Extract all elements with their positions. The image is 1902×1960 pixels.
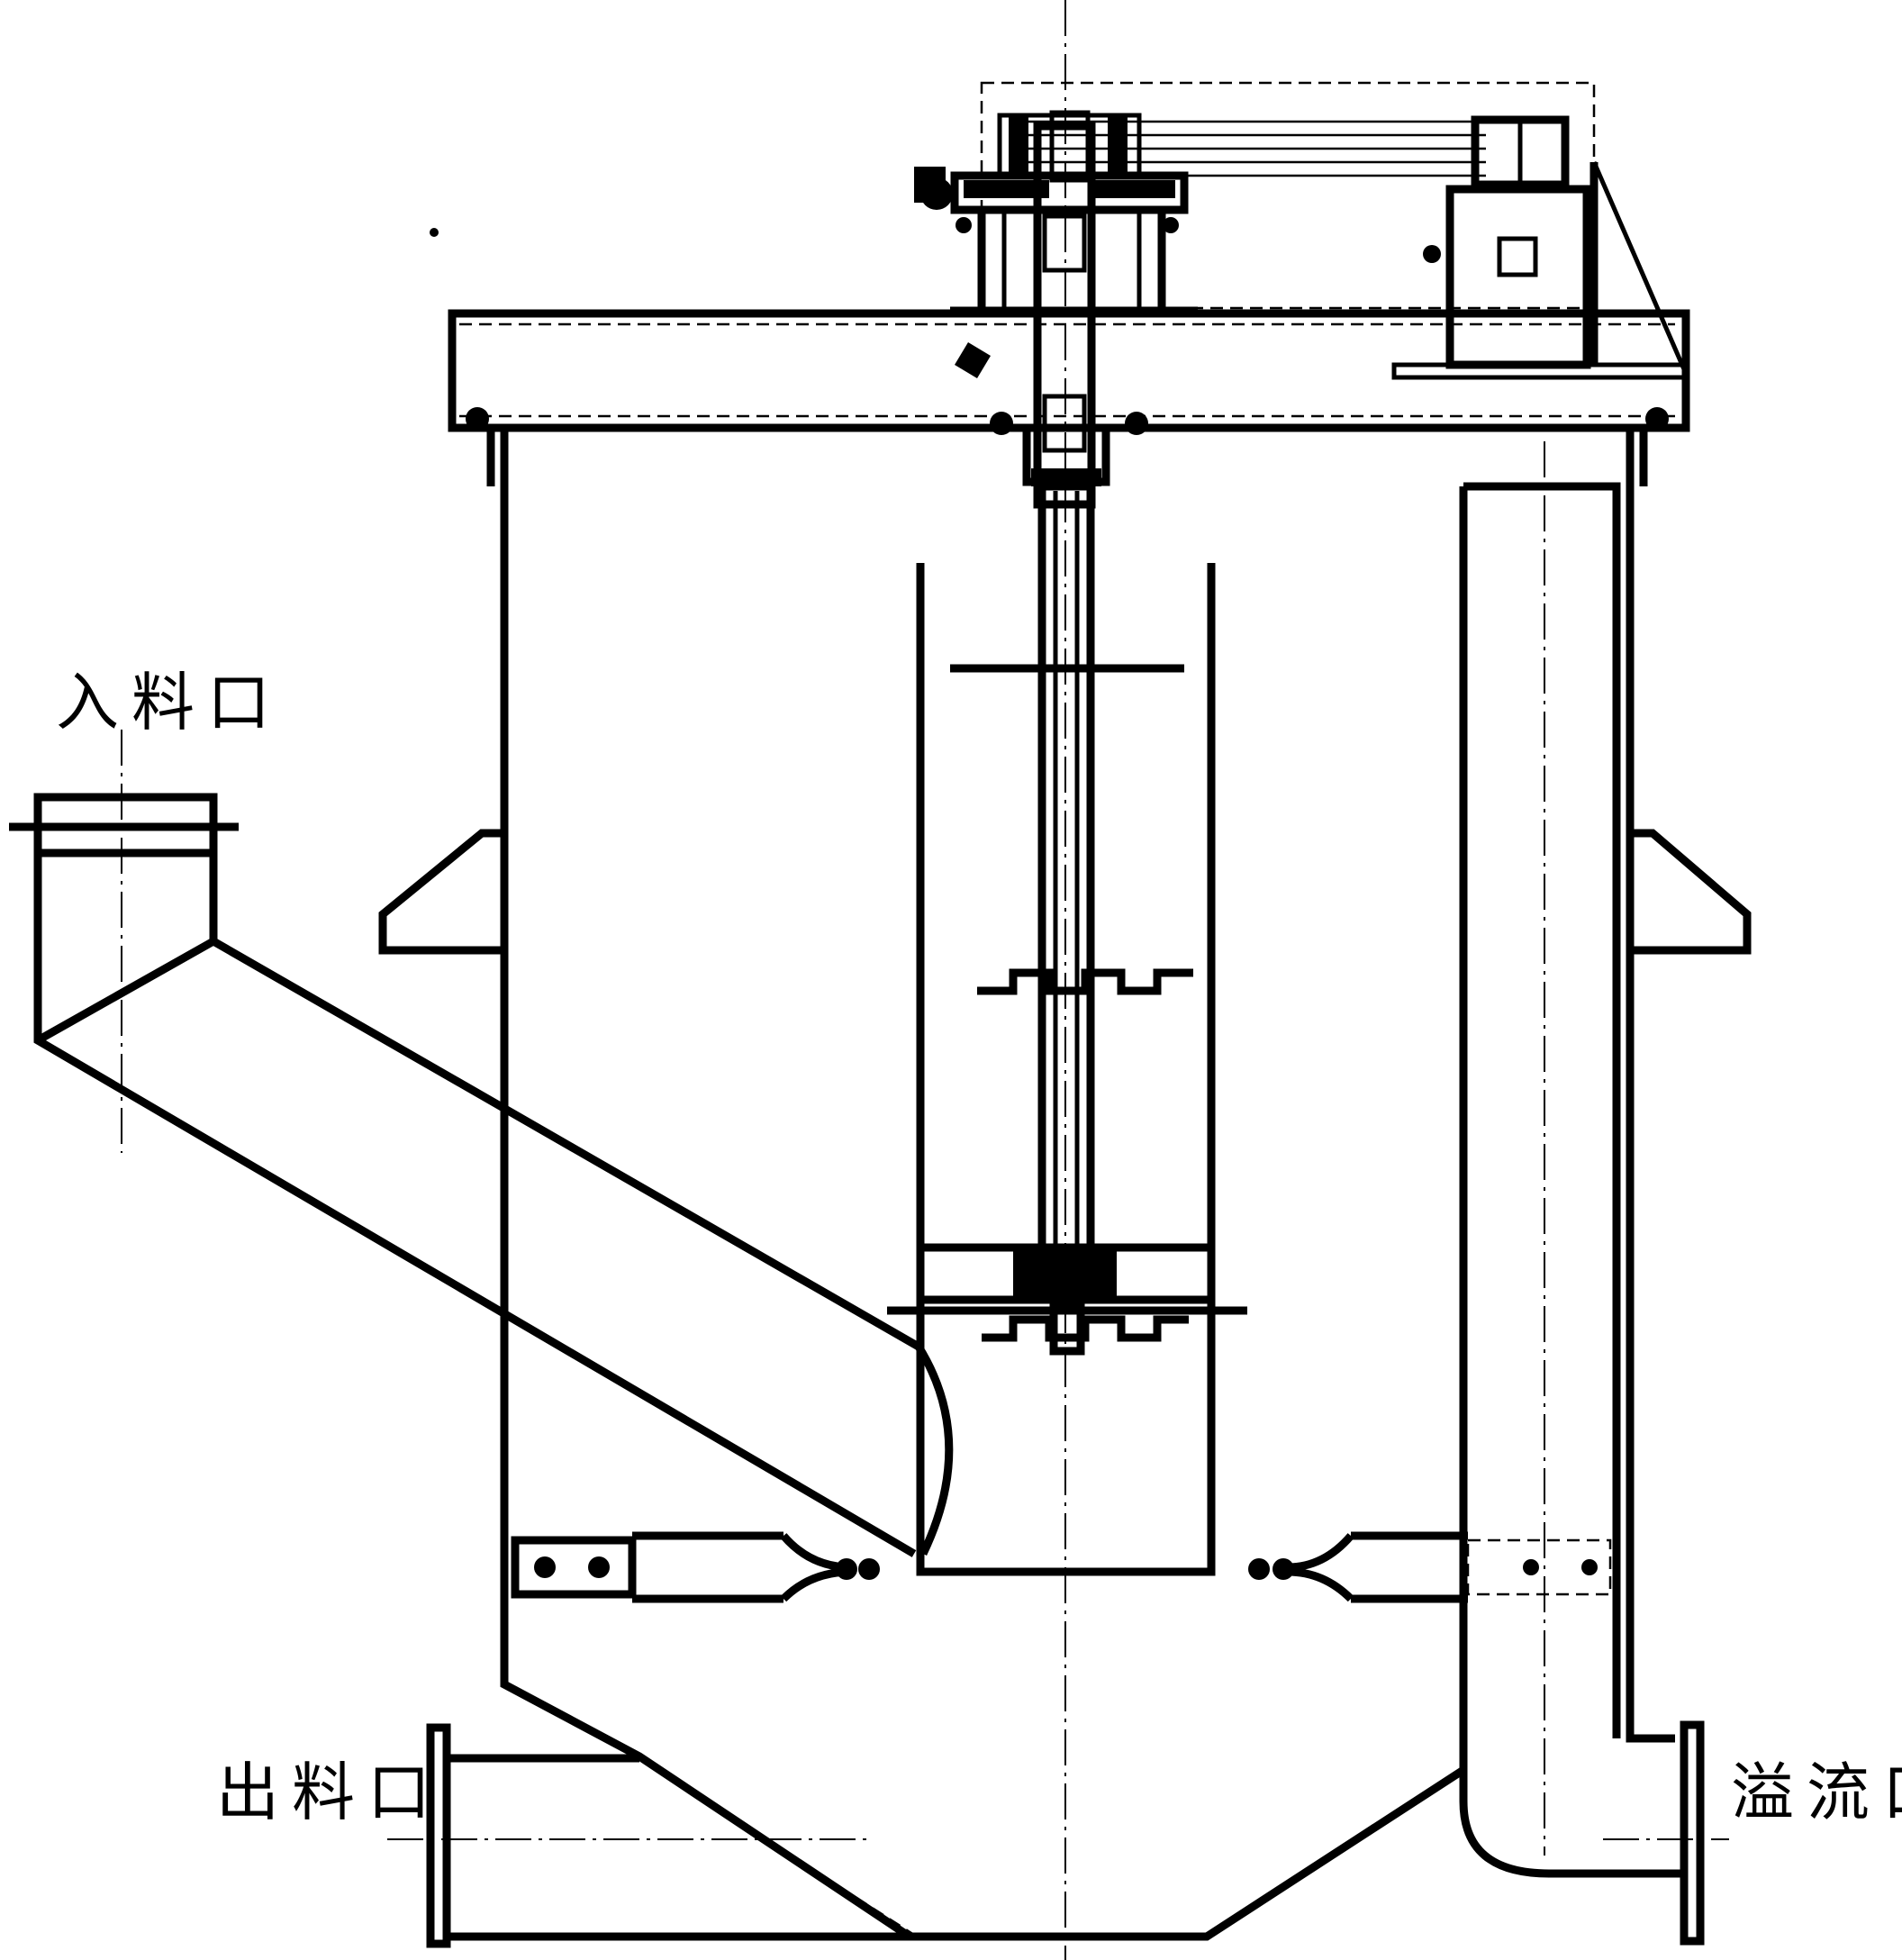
impellers — [977, 968, 1193, 1356]
scan-specks — [430, 228, 439, 237]
inlet-pipe — [9, 793, 954, 1557]
inner-cylinder — [887, 563, 1247, 1576]
centerlines — [121, 0, 1729, 1960]
inlet-label: 入料口 — [56, 666, 283, 740]
bearing-housing — [914, 167, 1198, 378]
top-cover — [448, 309, 1690, 435]
support-arms — [511, 1531, 1612, 1603]
motor — [1391, 115, 1687, 380]
outlet-pipe — [426, 1723, 915, 1948]
overflow-pipe — [1459, 482, 1705, 1946]
outlet-label: 出料口 — [216, 1756, 443, 1829]
overflow-label: 溢流口 — [1731, 1756, 1902, 1829]
